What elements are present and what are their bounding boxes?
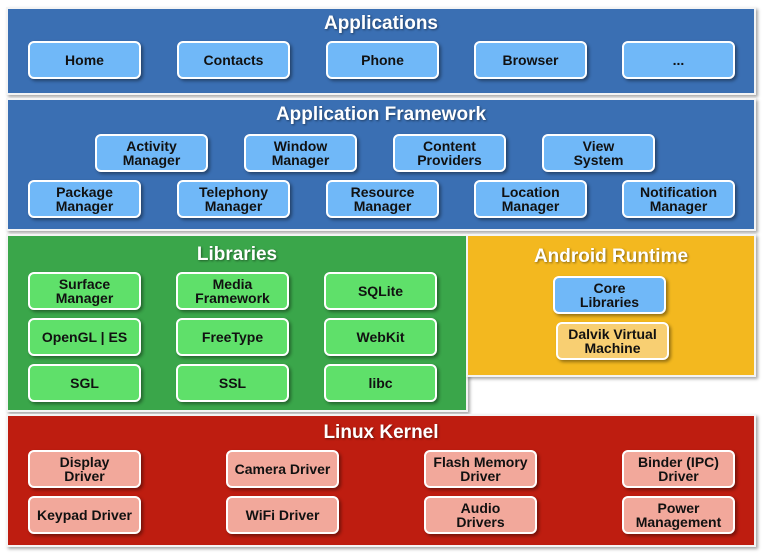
app-more[interactable]: ... xyxy=(622,41,735,79)
kernel-display-driver[interactable]: Display Driver xyxy=(28,450,141,488)
kernel-wifi-driver[interactable]: WiFi Driver xyxy=(226,496,339,534)
kernel-camera-driver[interactable]: Camera Driver xyxy=(226,450,339,488)
fw-window-manager[interactable]: Window Manager xyxy=(244,134,357,172)
rt-dalvik-vm[interactable]: Dalvik Virtual Machine xyxy=(556,322,669,360)
fw-activity-manager[interactable]: Activity Manager xyxy=(95,134,208,172)
runtime-title: Android Runtime xyxy=(533,246,689,267)
fw-resource-manager[interactable]: Resource Manager xyxy=(326,180,439,218)
lib-surface-manager[interactable]: Surface Manager xyxy=(28,272,141,310)
kernel-keypad-driver[interactable]: Keypad Driver xyxy=(28,496,141,534)
kernel-power-management[interactable]: Power Management xyxy=(622,496,735,534)
framework-layer: Application Framework Activity Manager W… xyxy=(6,98,756,231)
lib-ssl[interactable]: SSL xyxy=(176,364,289,402)
fw-content-providers[interactable]: Content Providers xyxy=(393,134,506,172)
app-contacts[interactable]: Contacts xyxy=(177,41,290,79)
kernel-flash-memory-driver[interactable]: Flash Memory Driver xyxy=(424,450,537,488)
kernel-audio-drivers[interactable]: Audio Drivers xyxy=(424,496,537,534)
kernel-title: Linux Kernel xyxy=(323,422,439,443)
rt-core-libraries[interactable]: Core Libraries xyxy=(553,276,666,314)
fw-telephony-manager[interactable]: Telephony Manager xyxy=(177,180,290,218)
lib-media-framework[interactable]: Media Framework xyxy=(176,272,289,310)
lib-sqlite[interactable]: SQLite xyxy=(324,272,437,310)
lib-freetype[interactable]: FreeType xyxy=(176,318,289,356)
lib-webkit[interactable]: WebKit xyxy=(324,318,437,356)
libraries-layer: Libraries Surface Manager Media Framewor… xyxy=(6,234,468,412)
fw-view-system[interactable]: View System xyxy=(542,134,655,172)
fw-location-manager[interactable]: Location Manager xyxy=(474,180,587,218)
lib-opengl-es[interactable]: OpenGL | ES xyxy=(28,318,141,356)
app-phone[interactable]: Phone xyxy=(326,41,439,79)
lib-libc[interactable]: libc xyxy=(324,364,437,402)
libraries-title: Libraries xyxy=(196,244,278,265)
applications-title: Applications xyxy=(323,13,438,34)
app-browser[interactable]: Browser xyxy=(474,41,587,79)
framework-title: Application Framework xyxy=(275,104,487,125)
kernel-layer: Linux Kernel Display Driver Camera Drive… xyxy=(6,414,756,547)
fw-package-manager[interactable]: Package Manager xyxy=(28,180,141,218)
lib-sgl[interactable]: SGL xyxy=(28,364,141,402)
runtime-layer: Android Runtime Core Libraries Dalvik Vi… xyxy=(466,234,756,377)
fw-notification-manager[interactable]: Notification Manager xyxy=(622,180,735,218)
applications-layer: Applications Home Contacts Phone Browser… xyxy=(6,7,756,95)
kernel-binder-ipc-driver[interactable]: Binder (IPC) Driver xyxy=(622,450,735,488)
app-home[interactable]: Home xyxy=(28,41,141,79)
